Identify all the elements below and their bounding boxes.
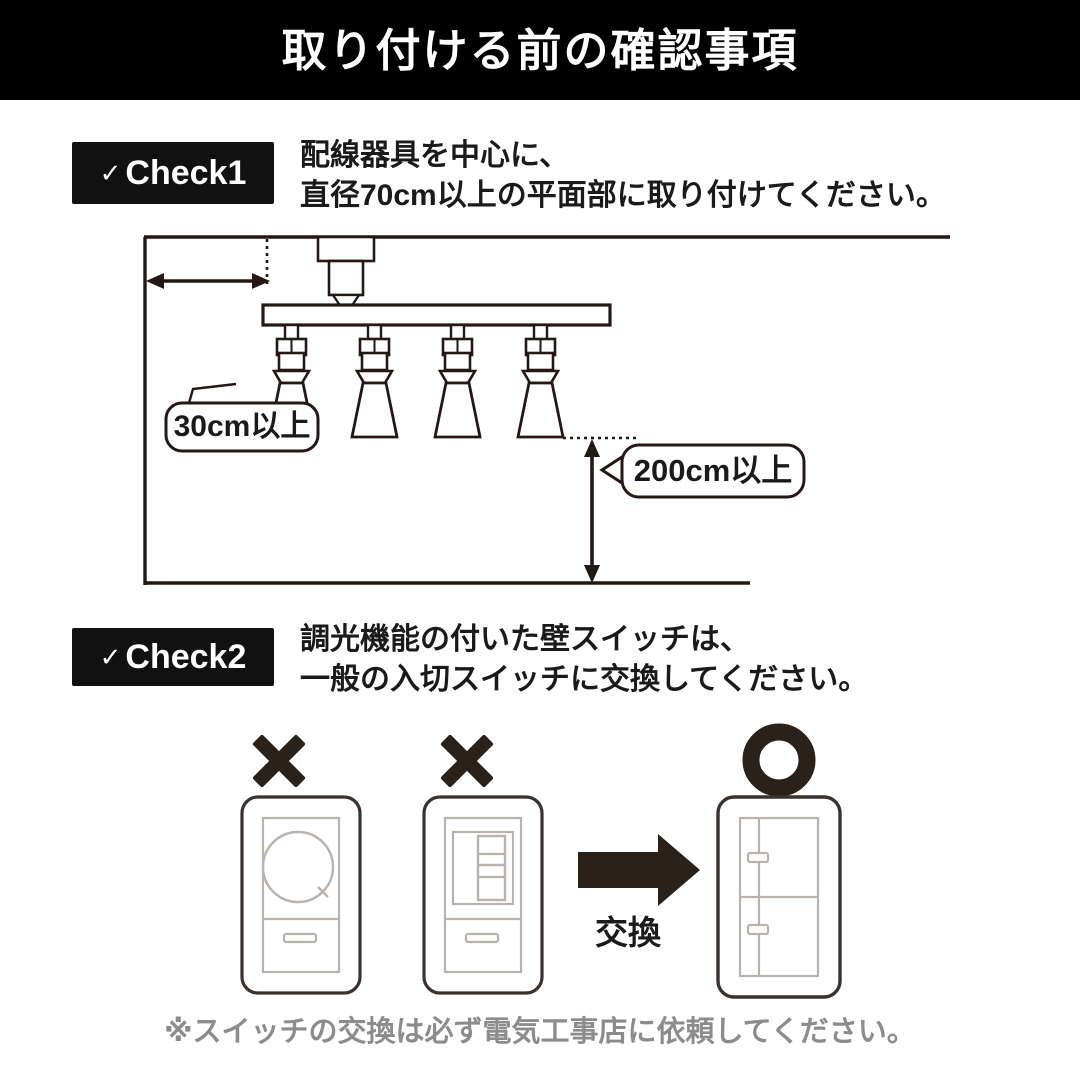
ceiling-light-fixture xyxy=(261,235,612,439)
circle-mark-icon xyxy=(742,723,816,797)
check1-line1: 配線器具を中心に、 xyxy=(300,139,570,172)
check2-line1: 調光機能の付いた壁スイッチは、 xyxy=(300,623,750,656)
vertical-dimension-arrow xyxy=(584,439,600,583)
slider-handle xyxy=(476,834,507,902)
callout-200cm-label: 200cm以上 xyxy=(634,453,793,488)
check2-badge-label: Check2 xyxy=(125,638,247,676)
cross-mark-icon-2 xyxy=(440,734,494,788)
callout-200cm-bubble xyxy=(620,443,806,499)
check1-line2: 直径70cm以上の平面部に取り付けてください。 xyxy=(300,178,946,212)
spotlight-3 xyxy=(433,323,482,439)
check1-badge: ✓ Check1 xyxy=(72,142,274,204)
check1-description: 配線器具を中心に、 直径70cm以上の平面部に取り付けてください。 xyxy=(300,136,946,215)
fixture-bar xyxy=(261,303,612,327)
spotlight-2 xyxy=(350,323,399,439)
switch-indicator-1 xyxy=(282,932,318,944)
horizontal-dimension-arrow xyxy=(146,273,270,289)
check2-line2: 一般の入切スイッチに交換してください。 xyxy=(300,662,869,696)
ceiling-mount-plate xyxy=(316,235,376,263)
rotary-dial-icon xyxy=(261,830,335,904)
rotary-dial-tick xyxy=(317,886,329,898)
rotary-dimmer-switch xyxy=(240,795,362,995)
check2-description: 調光機能の付いた壁スイッチは、 一般の入切スイッチに交換してください。 xyxy=(300,620,868,699)
callout-30cm-label: 30cm以上 xyxy=(174,410,311,443)
check2-row: ✓ Check2 調光機能の付いた壁スイッチは、 一般の入切スイッチに交換してく… xyxy=(72,623,868,699)
replace-label: 交換 xyxy=(595,914,662,951)
pilot-lamp-upper xyxy=(746,851,770,864)
fixture-neck xyxy=(327,259,365,297)
replace-arrow-icon xyxy=(578,834,700,906)
cross-mark-icon-1 xyxy=(252,734,306,788)
callout-200cm: 200cm以上 xyxy=(599,443,806,499)
check1-badge-label: Check1 xyxy=(125,154,247,192)
checkmark-icon: ✓ xyxy=(99,642,122,672)
callout-30cm-bubble xyxy=(164,401,320,453)
page-header-banner: 取り付ける前の確認事項 xyxy=(0,0,1080,100)
check1-row: ✓ Check1 配線器具を中心に、 直径70cm以上の平面部に取り付けてくださ… xyxy=(72,139,946,215)
footnote-text: ※スイッチの交換は必ず電気工事店に依頼してください。 xyxy=(164,1016,916,1048)
callout-30cm: 30cm以上 xyxy=(164,382,320,453)
checkmark-icon: ✓ xyxy=(99,158,122,188)
pilot-lamp-lower xyxy=(746,923,770,936)
room-clearance-diagram: 30cm以上 200cm以上 xyxy=(130,225,970,600)
standard-onoff-switch xyxy=(716,795,842,999)
spotlight-4 xyxy=(516,323,565,439)
switch-indicator-2 xyxy=(464,932,500,944)
slider-dimmer-switch xyxy=(422,795,544,995)
check2-badge: ✓ Check2 xyxy=(72,628,274,686)
page-title: 取り付ける前の確認事項 xyxy=(281,24,799,76)
switch-comparison-diagram: 交換 xyxy=(0,712,1080,1012)
callout-30cm-pointer xyxy=(187,382,237,404)
